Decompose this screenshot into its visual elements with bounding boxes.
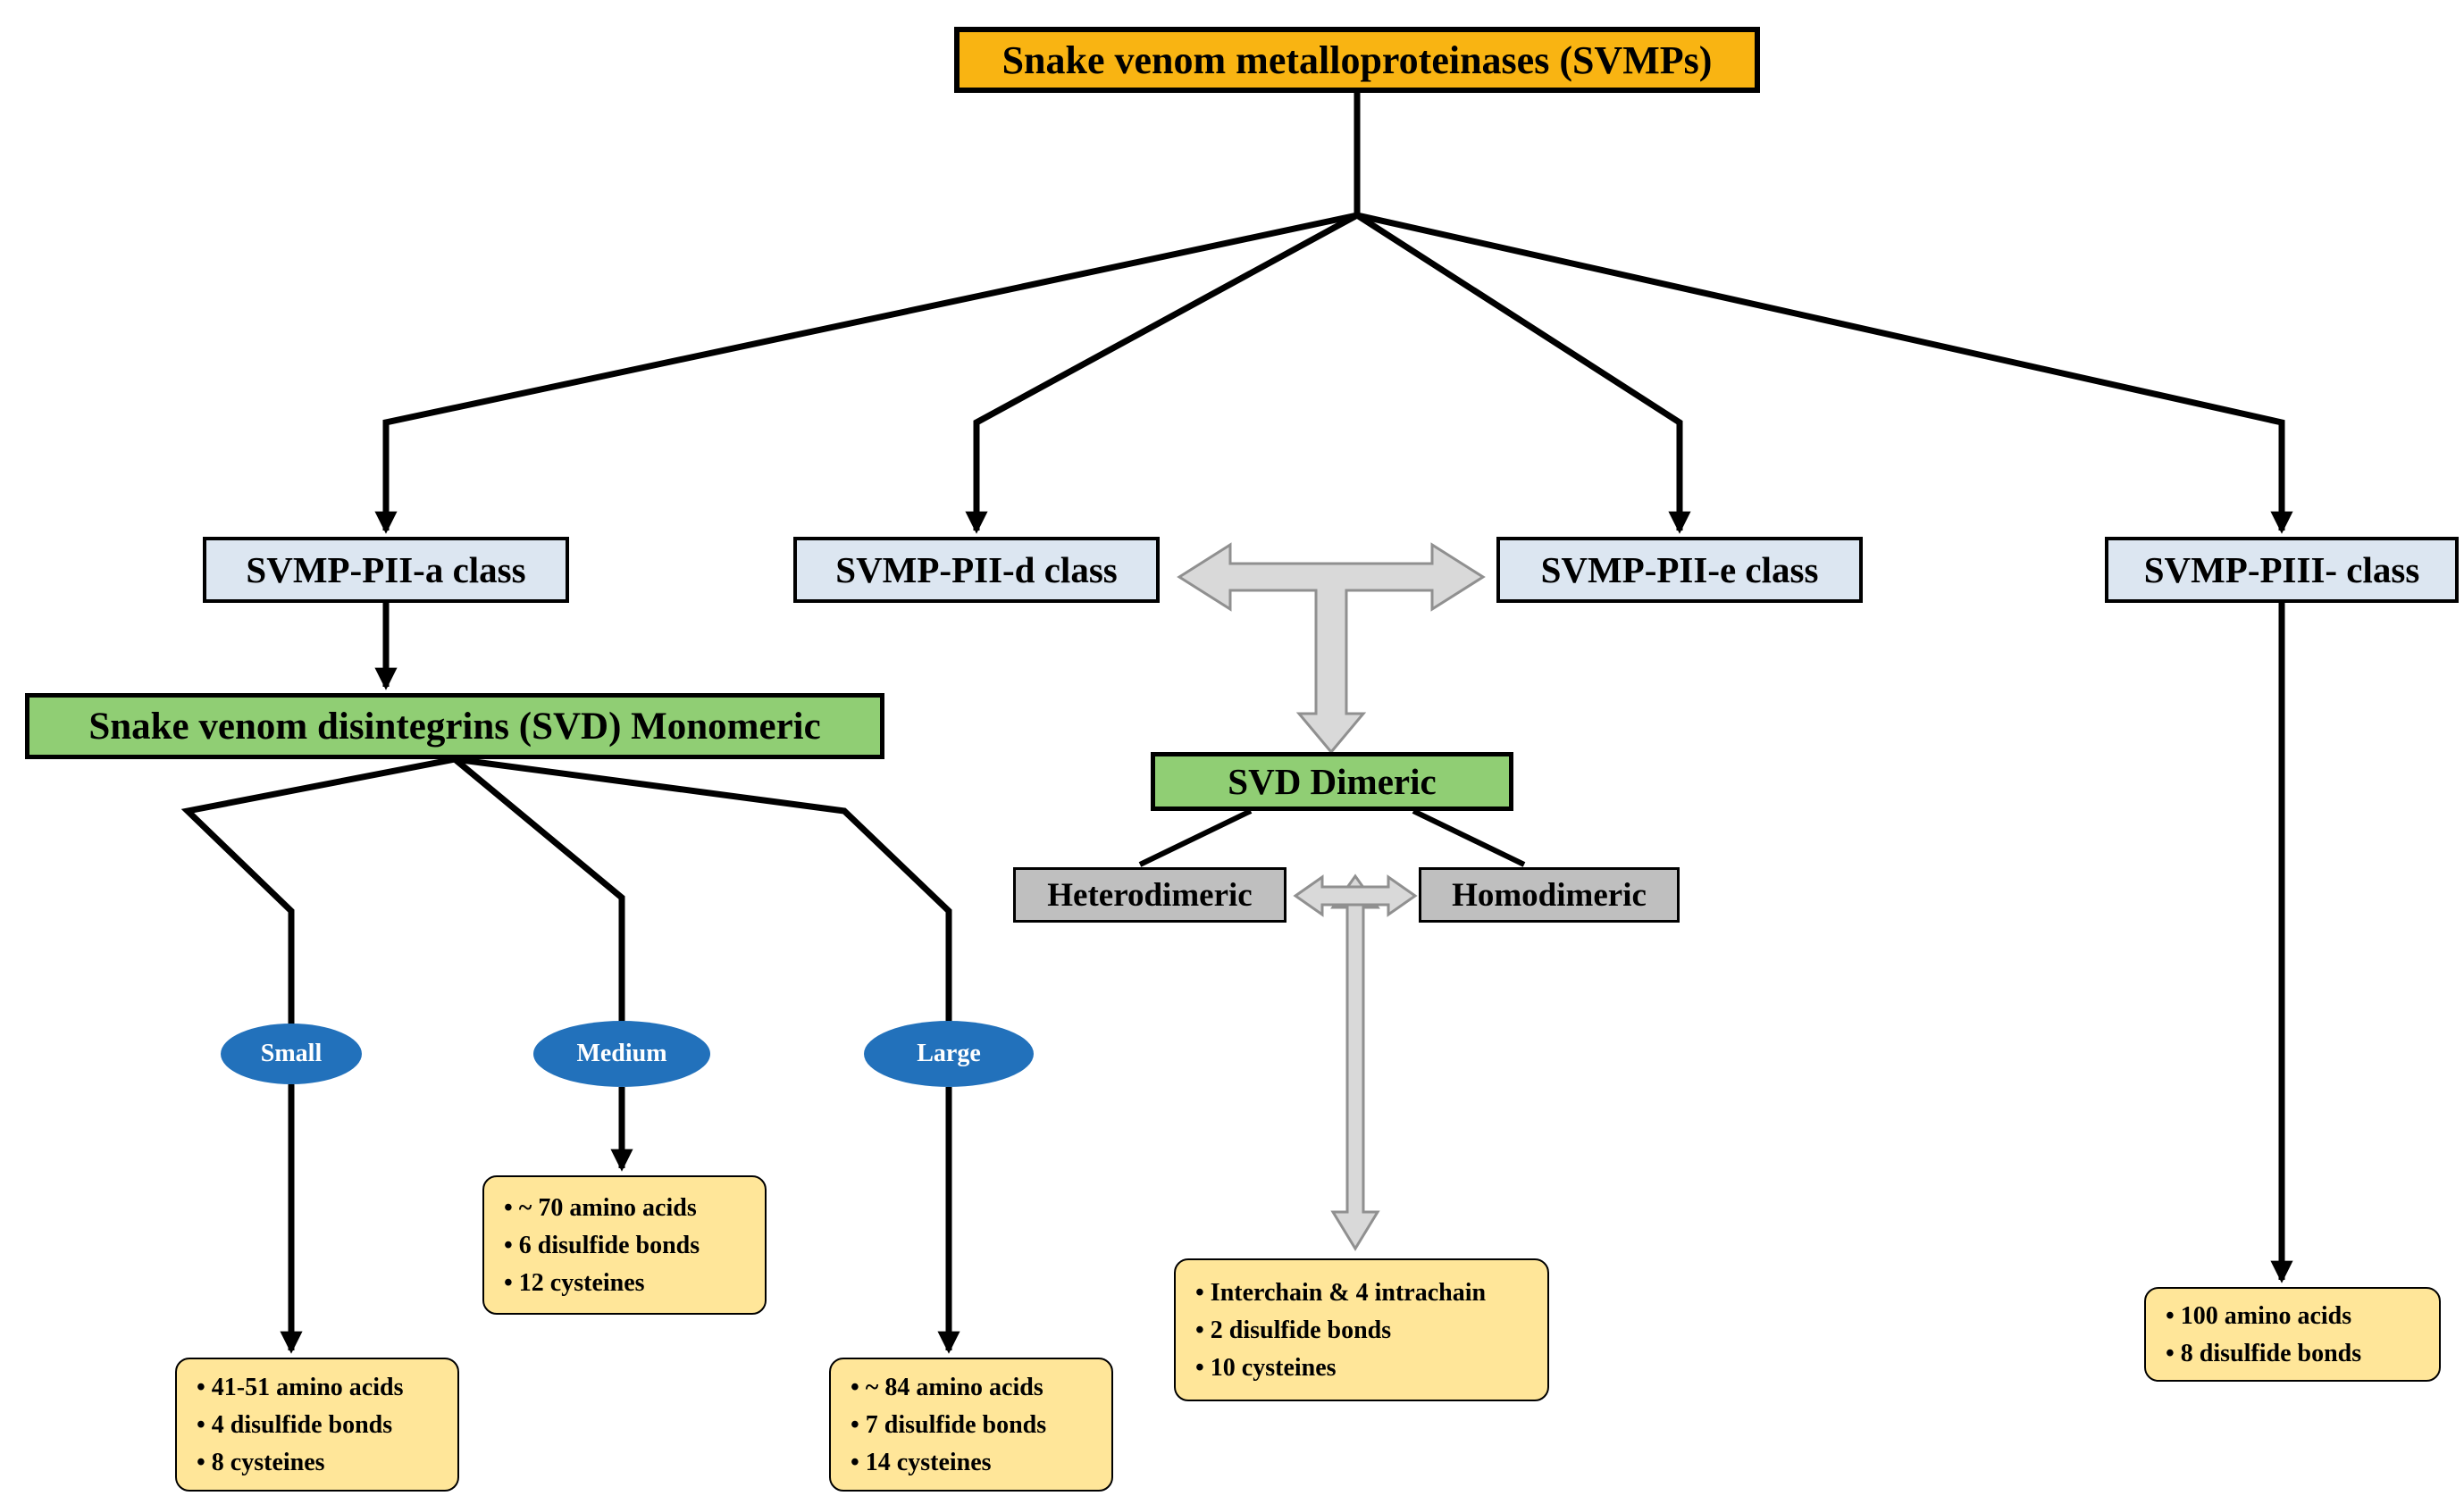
info-line: • 7 disulfide bonds [851,1410,1047,1439]
class-box-pii-d-label: SVMP-PII-d class [835,549,1118,590]
info-line: • 4 disulfide bonds [197,1410,393,1439]
info-line: • 14 cysteines [851,1448,992,1476]
dimeric-box: SVD Dimeric [1151,752,1513,811]
root-box-label: Snake venom metalloproteinases (SVMPs) [1002,38,1713,82]
block-arrow-dimer-vertical [1330,873,1380,1251]
root-box-svmps: Snake venom metalloproteinases (SVMPs) [954,27,1760,93]
ellipse-small-label: Small [260,1040,323,1067]
connector-monomeric-to-medium [452,756,625,1032]
info-line: • 6 disulfide bonds [504,1231,700,1259]
connector-root-to-pii-a [374,212,1358,534]
class-box-piii: SVMP-PIII- class [2105,537,2459,603]
info-line: • ~ 70 amino acids [504,1193,697,1222]
info-box-piii: • 100 amino acids • 8 disulfide bonds [2144,1287,2441,1382]
info-box-medium: • ~ 70 amino acids • 6 disulfide bonds •… [482,1175,767,1315]
info-line: • 100 amino acids [2166,1301,2352,1330]
info-line: • 10 cysteines [1195,1353,1337,1382]
monomeric-box-label: Snake venom disintegrins (SVD) Monomeric [88,705,821,748]
info-line: • 41-51 amino acids [197,1373,404,1401]
connector-root-to-pii-e [1355,213,1691,534]
info-line: • ~ 84 amino acids [851,1373,1043,1401]
info-line: • 8 cysteines [197,1448,325,1476]
info-box-dimeric: • Interchain & 4 intrachain • 2 disulfid… [1174,1258,1549,1401]
homodimeric-box-label: Homodimeric [1452,876,1647,914]
class-box-pii-e: SVMP-PII-e class [1496,537,1863,603]
dimeric-box-label: SVD Dimeric [1228,761,1437,802]
info-box-large: • ~ 84 amino acids • 7 disulfide bonds •… [829,1358,1113,1492]
block-arrow-hetero-homo [1293,874,1418,917]
info-box-small: • 41-51 amino acids • 4 disulfide bonds … [175,1358,459,1492]
ellipse-small: Small [221,1024,362,1084]
connector-root-to-pii-d [965,212,1359,534]
ellipse-large-label: Large [917,1040,981,1067]
connector-root-to-piii [1356,212,2293,534]
monomeric-box: Snake venom disintegrins (SVD) Monomeric [25,693,884,759]
block-arrow-pii-d-pii-e-down [1177,542,1486,755]
connector-monomeric-to-large [454,756,952,1036]
connector-monomeric-to-small [180,756,456,1036]
ellipse-large: Large [864,1021,1034,1087]
ellipse-medium-label: Medium [576,1040,667,1067]
class-box-pii-e-label: SVMP-PII-e class [1540,549,1819,590]
class-box-pii-a-label: SVMP-PII-a class [246,549,526,590]
info-line: • 2 disulfide bonds [1195,1316,1392,1344]
homodimeric-box: Homodimeric [1419,867,1680,923]
class-box-pii-d: SVMP-PII-d class [793,537,1160,603]
info-line: • Interchain & 4 intrachain [1195,1278,1487,1307]
info-line: • 12 cysteines [504,1268,645,1297]
connector-dimeric-to-hetero [1138,808,1253,867]
heterodimeric-box-label: Heterodimeric [1047,876,1253,914]
ellipse-medium: Medium [533,1021,710,1087]
class-box-pii-a: SVMP-PII-a class [203,537,569,603]
info-line: • 8 disulfide bonds [2166,1339,2362,1367]
class-box-piii-label: SVMP-PIII- class [2143,549,2420,590]
heterodimeric-box: Heterodimeric [1013,867,1286,923]
connector-dimeric-to-homo [1412,808,1526,867]
